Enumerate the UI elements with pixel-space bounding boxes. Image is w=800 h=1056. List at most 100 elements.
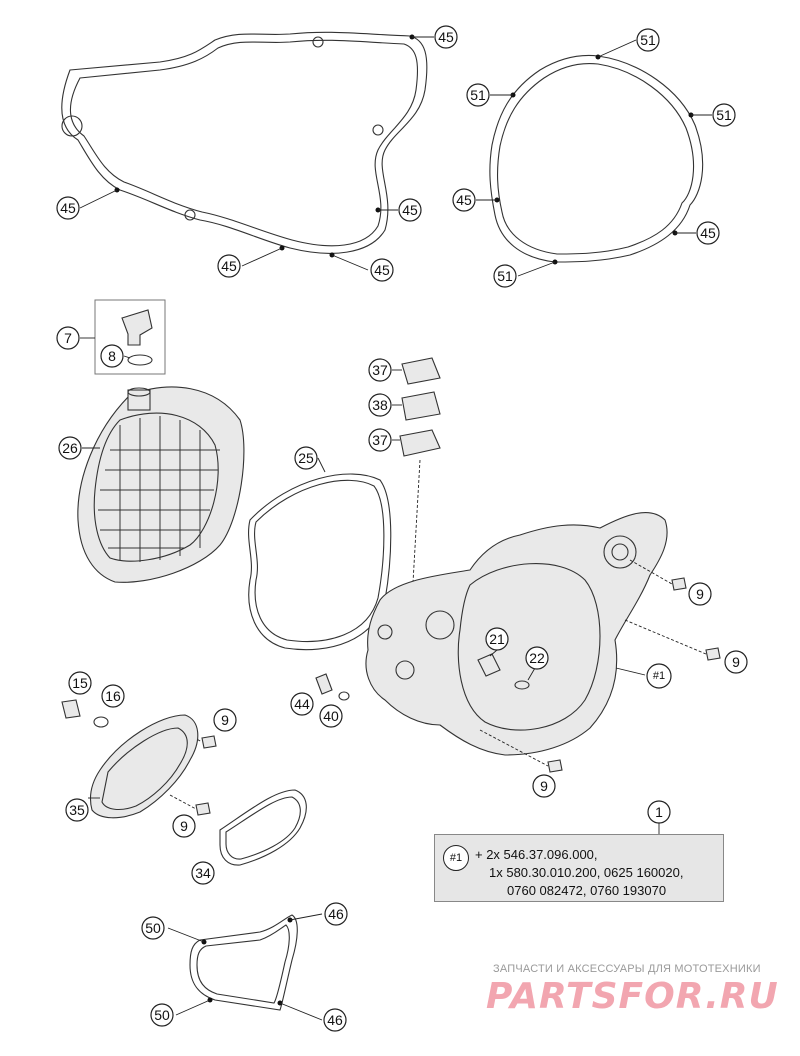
kit-contents-line-2: 1x 580.30.010.200, 0625 160020, <box>489 865 684 880</box>
svg-text:26: 26 <box>62 440 78 456</box>
kit-contents-line-1: + 2x 546.37.096.000, <box>475 847 598 862</box>
callout-45: 45 <box>217 254 241 278</box>
svg-text:45: 45 <box>374 262 390 278</box>
callout-51: 51 <box>466 83 490 107</box>
callout-15: 15 <box>68 671 92 695</box>
svg-text:37: 37 <box>372 362 388 378</box>
svg-text:46: 46 <box>328 906 344 922</box>
svg-text:22: 22 <box>529 650 545 666</box>
svg-text:9: 9 <box>540 778 548 794</box>
gasket-34-shape <box>219 789 307 866</box>
gasket-45-hole <box>372 124 384 136</box>
kit-contents-box: #1 + 2x 546.37.096.000, 1x 580.30.010.20… <box>434 834 724 902</box>
water-pump-cover-35 <box>89 714 199 819</box>
callout-46: 46 <box>324 902 348 926</box>
callout-45: 45 <box>452 188 476 212</box>
gasket-50-46-leaders <box>167 913 323 1021</box>
callout-26: 26 <box>58 436 82 460</box>
callout-45: 45 <box>434 25 458 49</box>
screw-44-shape <box>315 673 333 695</box>
callout-22: 22 <box>525 646 549 670</box>
svg-text:45: 45 <box>438 29 454 45</box>
callout-51: 51 <box>493 264 517 288</box>
callout-9: 9 <box>172 814 196 838</box>
callout-9: 9 <box>724 650 748 674</box>
watermark-logo: PARTSFOR.RU <box>486 976 779 1017</box>
svg-text:34: 34 <box>195 865 211 881</box>
callout-25: 25 <box>294 446 318 470</box>
valve-cover-parts <box>399 357 441 457</box>
bolt-21-shape <box>477 653 501 677</box>
plug-7-shape <box>121 309 153 346</box>
callout-ref-1: #1 <box>646 663 672 689</box>
gasket-45-hole <box>312 36 324 48</box>
callout-8: 8 <box>100 344 124 368</box>
svg-text:25: 25 <box>298 450 314 466</box>
svg-text:51: 51 <box>470 87 486 103</box>
callout-44: 44 <box>290 692 314 716</box>
callout-7: 7 <box>56 326 80 350</box>
svg-text:9: 9 <box>221 712 229 728</box>
svg-text:40: 40 <box>323 708 339 724</box>
callout-38: 38 <box>368 393 392 417</box>
svg-text:9: 9 <box>696 586 704 602</box>
svg-text:45: 45 <box>221 258 237 274</box>
svg-text:21: 21 <box>489 631 505 647</box>
callout-16: 16 <box>101 684 125 708</box>
callout-35: 35 <box>65 798 89 822</box>
kit-reference-badge: #1 <box>443 845 469 871</box>
svg-text:15: 15 <box>72 675 88 691</box>
callout-51: 51 <box>636 28 660 52</box>
callout-9: 9 <box>688 582 712 606</box>
svg-text:16: 16 <box>105 688 121 704</box>
svg-text:7: 7 <box>64 330 72 346</box>
svg-text:35: 35 <box>69 802 85 818</box>
o-ring-8-shape <box>127 354 153 366</box>
washer-22-shape <box>514 680 530 690</box>
ignition-cover-26 <box>77 386 245 583</box>
svg-text:9: 9 <box>180 818 188 834</box>
svg-text:#1: #1 <box>653 670 665 682</box>
svg-text:51: 51 <box>497 268 513 284</box>
gasket-leaders <box>79 34 712 277</box>
gasket-45-outline <box>61 31 428 254</box>
callout-50: 50 <box>141 916 165 940</box>
plug-15-shape <box>61 699 81 719</box>
watermark-caption: ЗАПЧАСТИ И АКСЕССУАРЫ ДЛЯ МОТОТЕХНИКИ <box>493 963 761 975</box>
svg-text:37: 37 <box>372 432 388 448</box>
clutch-cover-1 <box>365 511 668 756</box>
svg-text:50: 50 <box>145 920 161 936</box>
callout-46: 46 <box>323 1008 347 1032</box>
svg-text:45: 45 <box>60 200 76 216</box>
callout-45: 45 <box>398 198 422 222</box>
callout-9: 9 <box>213 708 237 732</box>
svg-text:50: 50 <box>154 1007 170 1023</box>
svg-text:9: 9 <box>732 654 740 670</box>
svg-text:51: 51 <box>716 107 732 123</box>
svg-text:8: 8 <box>108 348 116 364</box>
kit-contents-line-3: 0760 082472, 0760 193070 <box>507 883 667 898</box>
callout-45: 45 <box>370 258 394 282</box>
parts-7-8-frame <box>94 299 166 375</box>
svg-text:45: 45 <box>700 225 716 241</box>
callout-51: 51 <box>712 103 736 127</box>
o-ring-16-shape <box>93 716 109 728</box>
gasket-51-inner <box>496 62 695 255</box>
callout-40: 40 <box>319 704 343 728</box>
svg-text:45: 45 <box>402 202 418 218</box>
svg-text:46: 46 <box>327 1012 343 1028</box>
callout-45: 45 <box>696 221 720 245</box>
callout-37: 37 <box>368 358 392 382</box>
callout-50: 50 <box>150 1003 174 1027</box>
bolts-9 <box>169 559 721 816</box>
gasket-45-hole <box>184 209 196 221</box>
gasket-51-outline <box>489 54 704 263</box>
washer-40-shape <box>338 691 350 701</box>
callout-1: 1 <box>647 800 671 824</box>
svg-text:38: 38 <box>372 397 388 413</box>
callout-9: 9 <box>532 774 556 798</box>
svg-text:45: 45 <box>456 192 472 208</box>
svg-text:44: 44 <box>294 696 310 712</box>
callout-34: 34 <box>191 861 215 885</box>
